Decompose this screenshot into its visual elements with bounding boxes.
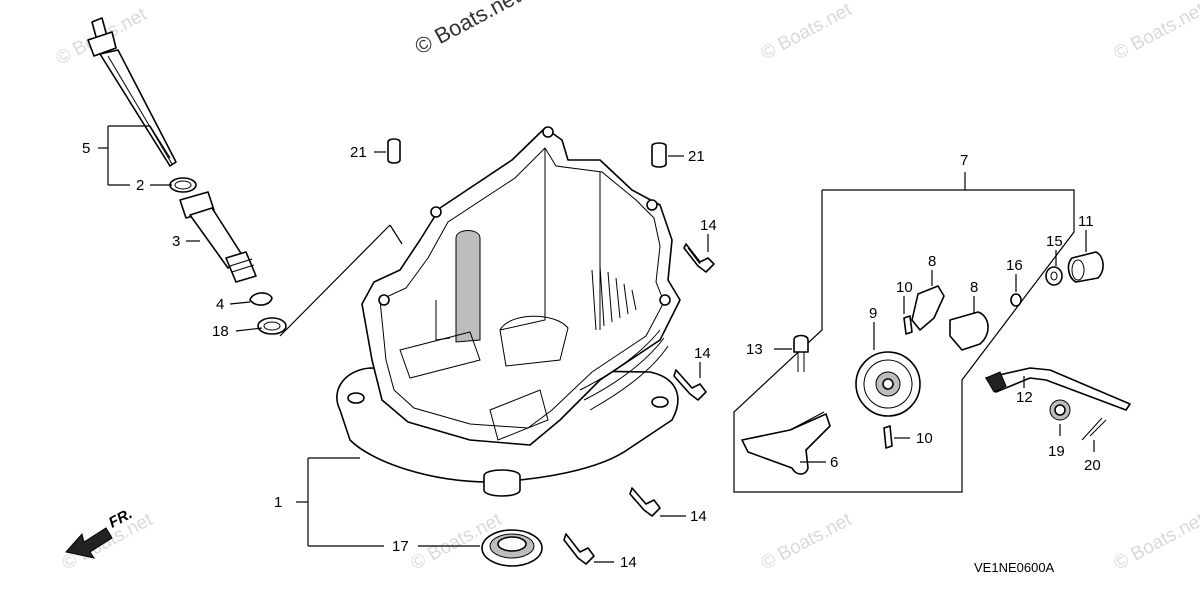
callout-14d: 14 [620, 554, 637, 571]
watermark-3: © Boats.net [1110, 0, 1200, 64]
callout-20: 20 [1084, 457, 1101, 474]
callout-21a: 21 [350, 144, 367, 161]
callout-9: 9 [869, 305, 877, 322]
callout-1: 1 [274, 494, 282, 511]
dipstick [87, 17, 177, 167]
watermark-7: © Boats.net [1110, 509, 1200, 575]
watermark-2: © Boats.net [757, 0, 855, 64]
callout-18: 18 [212, 323, 229, 340]
clip [249, 292, 273, 306]
watermark-top: © Boats.net [411, 0, 525, 59]
callout-2: 2 [136, 177, 144, 194]
collar-11 [1067, 251, 1104, 283]
flange-bolts [563, 234, 715, 565]
callout-8b: 8 [970, 279, 978, 296]
callout-13: 13 [746, 341, 763, 358]
dowel-pin-right [651, 142, 667, 168]
callout-21b: 21 [688, 148, 705, 165]
callout-5: 5 [82, 140, 90, 157]
callout-4: 4 [216, 296, 224, 313]
leader-lines-right [873, 230, 1087, 439]
callout-8a: 8 [928, 253, 936, 270]
governor-assembly-outline [733, 172, 1075, 493]
callout-7: 7 [960, 152, 968, 169]
callout-labels: 1 2 3 4 5 6 7 8 8 9 10 10 11 12 13 14 14… [82, 140, 1101, 571]
washer-16 [1010, 293, 1022, 307]
dowel-pin-left [387, 138, 401, 164]
seal-ring [257, 317, 287, 335]
diagram-code: VE1NE0600A [974, 560, 1055, 575]
watermark-6: © Boats.net [757, 509, 855, 575]
leader-lines-cover [296, 457, 480, 547]
governor-arm [985, 367, 1131, 452]
callout-6: 6 [830, 454, 838, 471]
callout-11: 11 [1078, 213, 1094, 230]
callout-14b: 14 [694, 345, 711, 362]
o-ring [169, 177, 197, 193]
callout-14a: 14 [700, 217, 717, 234]
leader-lines-left [98, 125, 403, 337]
callout-19: 19 [1048, 443, 1065, 460]
callout-12: 12 [1016, 389, 1033, 406]
oil-seal [481, 529, 543, 567]
callout-10a: 10 [896, 279, 913, 296]
washer-15 [1045, 266, 1063, 286]
callout-14c: 14 [690, 508, 707, 525]
callout-16: 16 [1006, 257, 1023, 274]
crankcase-cover [336, 126, 681, 497]
oil-filler-tube [179, 191, 257, 283]
callout-3: 3 [172, 233, 180, 250]
callout-17: 17 [392, 538, 409, 555]
governor-parts [741, 251, 1104, 475]
callout-15: 15 [1046, 233, 1063, 250]
callout-10b: 10 [916, 430, 933, 447]
